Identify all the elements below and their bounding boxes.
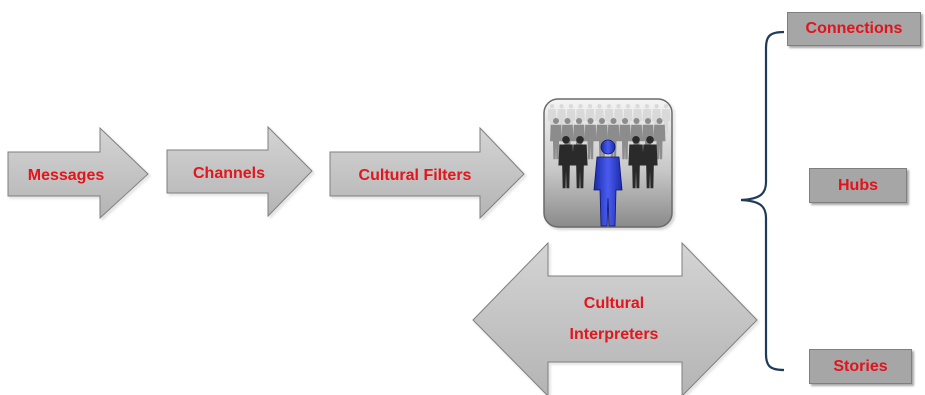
- crowd-back-person-head: [568, 104, 574, 109]
- arrow-label-cultural-filters: Cultural Filters: [359, 167, 472, 184]
- crowd-back-person-body: [566, 108, 576, 135]
- crowd-mid-person-head: [656, 118, 663, 124]
- crowd-mid-person-body: [550, 124, 562, 160]
- interpreters-label-line1: Cultural: [584, 295, 644, 312]
- crowd-mid-person-body: [596, 124, 608, 160]
- crowd-mid-person-head: [553, 118, 559, 124]
- crowd-back-person-head: [606, 104, 612, 109]
- crowd-back-person-head: [578, 104, 583, 109]
- crowd-mid-person-head: [610, 118, 617, 124]
- arrow-channels: Channels: [166, 125, 313, 218]
- box-connections: Connections: [787, 12, 921, 46]
- crowd-back-person-head: [635, 104, 640, 109]
- interpreters-label-line2: Interpreters: [570, 326, 659, 343]
- box-label-hubs: Hubs: [838, 176, 878, 194]
- box-hubs: Hubs: [809, 168, 907, 203]
- crowd-front-person-body: [642, 144, 658, 189]
- crowd-back-person-body: [614, 108, 623, 135]
- crowd-front-person-body: [558, 144, 574, 189]
- arrow-cultural-filters: Cultural Filters: [329, 126, 525, 220]
- crowd-back-person-head: [654, 104, 659, 109]
- double-arrow-cultural-interpreters: Cultural Interpreters: [472, 241, 758, 395]
- crowd-back-person-head: [625, 104, 631, 109]
- crowd-back-person-head: [597, 104, 602, 109]
- leader-figure: [593, 139, 623, 227]
- arrow-label-messages: Messages: [28, 167, 105, 184]
- crowd-back-person-body: [623, 108, 633, 135]
- crowd-front-person-body: [572, 144, 588, 189]
- crowd-back-person-head: [549, 104, 555, 109]
- crowd-back-person-head: [587, 104, 593, 109]
- crowd-mid-person-body: [619, 124, 631, 160]
- crowd-mid-person-head: [587, 118, 594, 124]
- crowd-back-person-body: [557, 108, 566, 135]
- box-stories: Stories: [809, 349, 912, 384]
- crowd-back-person-head: [559, 104, 564, 109]
- crowd-back-person-body: [652, 108, 661, 135]
- crowd-back-person-body: [661, 108, 671, 135]
- crowd-back-person-body: [604, 108, 614, 135]
- crowd-front-person-head: [576, 136, 584, 144]
- crowd-back-person-head: [663, 104, 669, 109]
- crowd-mid-person-body: [584, 124, 597, 160]
- crowd-leader-icon: [543, 98, 673, 228]
- curly-brace-icon: [740, 30, 785, 372]
- arrow-label-channels: Channels: [193, 165, 265, 182]
- arrow-messages: Messages: [7, 126, 149, 220]
- crowd-mid-person-body: [653, 124, 666, 160]
- crowd-mid-person-head: [645, 118, 651, 124]
- crowd-mid-person-head: [622, 118, 628, 124]
- crowd-front-person-head: [646, 136, 654, 144]
- crowd-front-person-body: [628, 144, 644, 189]
- box-label-connections: Connections: [805, 20, 903, 37]
- crowd-mid-person-head: [633, 118, 640, 124]
- crowd-front-person-head: [632, 136, 640, 144]
- crowd-back-person-head: [616, 104, 621, 109]
- crowd-back-person-body: [547, 108, 557, 135]
- crowd-front-person-head: [562, 136, 570, 144]
- crowd-back-person-head: [644, 104, 650, 109]
- box-label-stories: Stories: [833, 357, 888, 375]
- crowd-mid-person-head: [564, 118, 571, 124]
- crowd-mid-person-head: [599, 118, 605, 124]
- crowd-mid-person-head: [576, 118, 582, 124]
- crowd-mid-person-body: [607, 124, 620, 160]
